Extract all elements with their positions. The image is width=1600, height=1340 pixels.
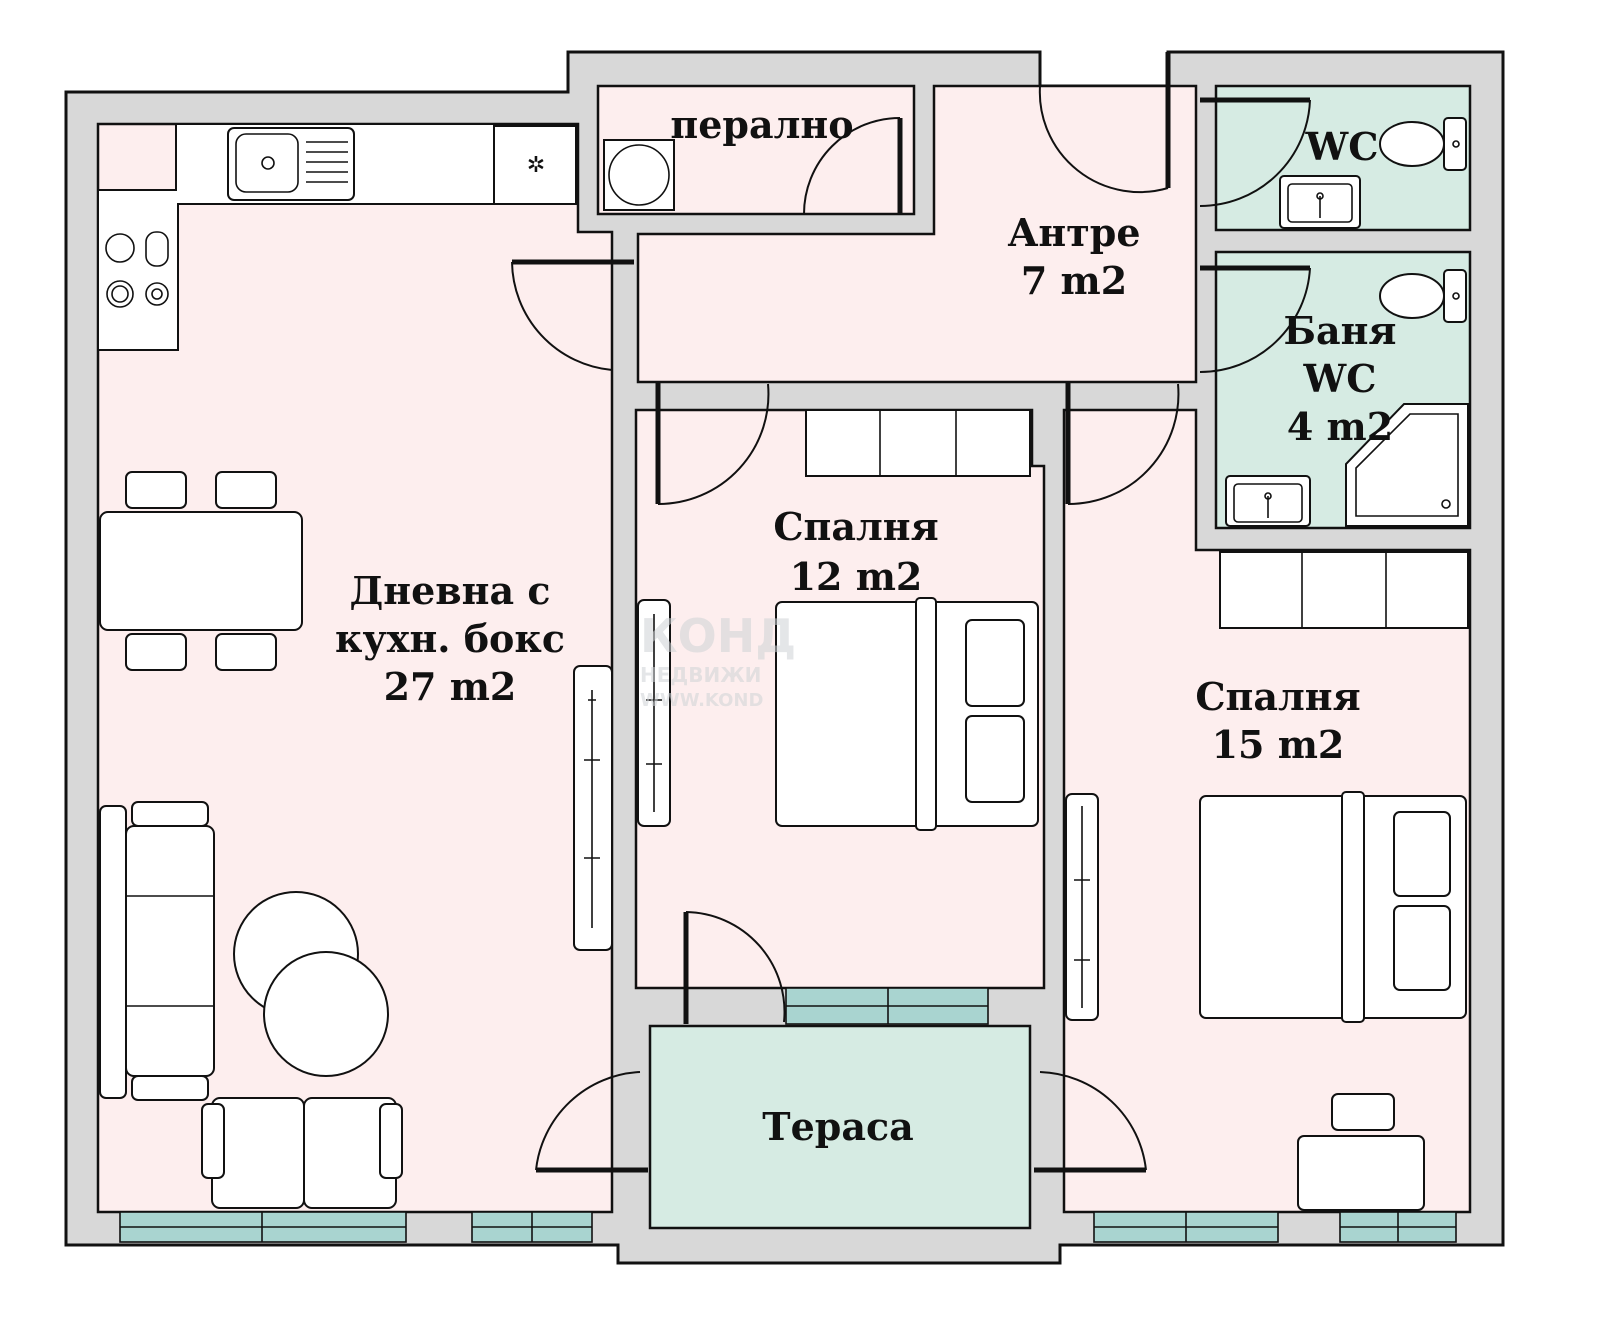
washer-icon [603, 139, 675, 211]
doors [511, 52, 1311, 1173]
watermark-sub1: НЕДВИЖИ [640, 663, 761, 687]
label-laundry: перално [670, 102, 853, 147]
shower-icon [1345, 403, 1469, 527]
label-living-name2: кухн. бокс [335, 616, 565, 661]
washbasin-icon [1225, 475, 1311, 527]
label-terrace: Тераса [762, 1104, 913, 1149]
watermark-brand: КОНД [640, 609, 796, 663]
label-hall-name: Антре [1007, 210, 1140, 255]
wardrobe [1219, 551, 1469, 629]
room-labels: перално Антре 7 m2 WC Баня WC 4 m2 Дневн… [335, 102, 1396, 1149]
wardrobe [805, 409, 1031, 477]
label-bedroom1-area: 12 m2 [790, 554, 923, 599]
toilet-icon [1379, 117, 1467, 171]
watermark: КОНД НЕДВИЖИ WWW.KOND [640, 609, 796, 711]
toilet-icon [1379, 269, 1467, 323]
label-living-name: Дневна с [350, 568, 551, 613]
label-living-area: 27 m2 [384, 664, 517, 709]
sink-icon [227, 127, 355, 201]
desk [1297, 1093, 1425, 1211]
double-bed [775, 597, 1039, 831]
terrace-floor [648, 1024, 1032, 1230]
fridge-icon [493, 125, 577, 205]
kitchen-counter: ✲ [97, 123, 579, 351]
dining-table [99, 471, 303, 671]
label-bedroom2-name: Спалня [1195, 674, 1360, 719]
label-hall-area: 7 m2 [1021, 258, 1127, 303]
label-bath-name2: WC [1303, 356, 1377, 401]
label-wc: WC [1305, 124, 1379, 169]
label-bedroom1-name: Спалня [773, 504, 938, 549]
round-tables [233, 891, 389, 1077]
stove-icon [105, 231, 169, 308]
label-bath-name: Баня [1284, 308, 1397, 353]
washbasin-icon [1279, 175, 1361, 229]
label-bath-area: 4 m2 [1287, 404, 1393, 449]
sofa [99, 801, 215, 1101]
watermark-sub2: WWW.KOND [640, 690, 763, 711]
armchairs [201, 1097, 403, 1209]
hall-floor [636, 84, 1198, 384]
label-bedroom2-area: 15 m2 [1212, 722, 1345, 767]
double-bed [1199, 791, 1467, 1023]
windows [119, 987, 1457, 1243]
svg-text:✲: ✲ [527, 153, 545, 178]
tv-unit [573, 599, 1099, 1021]
